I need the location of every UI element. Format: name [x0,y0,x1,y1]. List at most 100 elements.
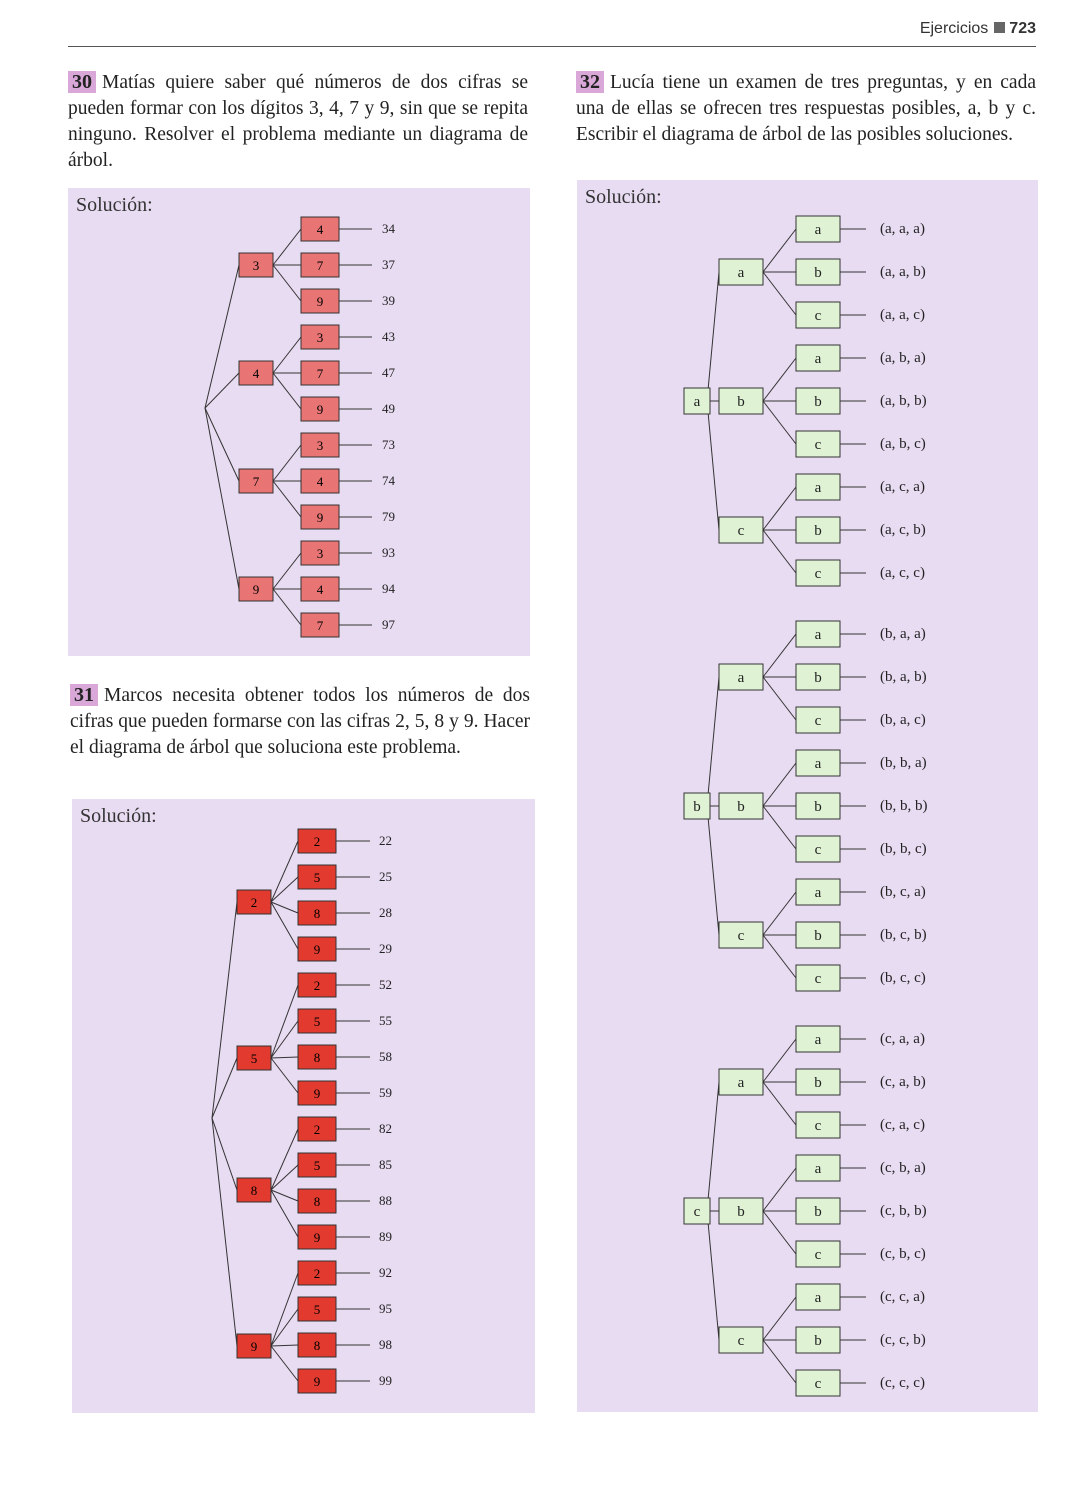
second-branch-line [270,984,299,1059]
answer-node-label: c [815,713,822,729]
second-branch-line [272,480,302,518]
first-digit-node [236,1333,272,1359]
result-number: 43 [382,329,395,344]
answer-node [795,430,841,458]
answer-node-label: c [815,437,822,453]
mid-answer-node-label: c [738,523,745,539]
second-digit-node [300,360,340,386]
result-number: 88 [379,1193,392,1208]
answer-node [795,921,841,949]
second-digit-node-label: 4 [317,222,324,237]
answer-node [795,663,841,691]
mid-answer-node [718,1068,764,1096]
answer-node-label: a [815,627,822,643]
second-branch-line [270,876,299,903]
result-number: 49 [382,401,395,416]
problem-text: Matías quiere saber qué números de dos c… [68,72,528,171]
answer-node-label: b [814,1204,822,1220]
second-branch-line [270,1345,299,1382]
first-digit-node [238,360,274,386]
result-tuple: (a, a, a) [880,221,925,237]
second-digit-node-label: 9 [314,1086,321,1101]
problem-text: Marcos necesita obtener todos los número… [70,685,530,758]
second-digit-node [297,1044,337,1070]
solution-label: Solución: [76,194,153,216]
answer-node [795,387,841,415]
mid-answer-node [718,387,764,415]
answer-node-label: a [815,480,822,496]
result-tuple: (a, b, a) [880,350,926,366]
second-branch-line [270,1189,299,1202]
mid-branch-line [706,400,720,531]
first-digit-node-label: 9 [253,582,260,597]
second-branch-line [270,1020,299,1059]
result-number: 98 [379,1337,392,1352]
second-digit-node-label: 8 [314,1050,321,1065]
root-branch-line [211,1117,238,1347]
answer-node [795,749,841,777]
leaf-branch-line [762,271,797,316]
first-digit-node [238,252,274,278]
result-tuple: (b, b, a) [880,755,927,771]
second-branch-line [270,901,299,950]
second-digit-node-label: 8 [314,906,321,921]
mid-answer-node [718,1197,764,1225]
result-number: 79 [382,509,395,524]
result-tuple: (b, a, c) [880,712,926,728]
mid-answer-node-label: a [738,265,745,281]
second-branch-line [270,1189,299,1238]
answer-node [795,835,841,863]
second-digit-node-label: 2 [314,1266,321,1281]
answer-node-label: b [814,670,822,686]
second-digit-node-label: 3 [317,546,324,561]
answer-node-label: b [814,394,822,410]
solution-label: Solución: [585,186,662,208]
second-digit-node-label: 9 [317,402,324,417]
answer-node [795,706,841,734]
result-tuple: (b, c, b) [880,927,927,943]
result-tuple: (b, c, c) [880,970,926,986]
second-digit-node [297,1008,337,1034]
second-digit-node-label: 3 [317,330,324,345]
root-branch-line [211,1117,238,1191]
result-number: 37 [382,257,396,272]
second-digit-node [300,216,340,242]
second-digit-node [297,1152,337,1178]
leaf-branch-line [762,1167,797,1212]
second-digit-node [297,1188,337,1214]
second-digit-node [297,1224,337,1250]
second-digit-node [300,396,340,422]
result-tuple: (c, c, c) [880,1375,925,1391]
answer-node [795,559,841,587]
leaf-branch-line [762,228,797,273]
first-digit-node-label: 7 [253,474,260,489]
answer-node-label: a [815,1161,822,1177]
problem-number: 31 [70,684,98,706]
root-branch-line [204,264,240,409]
result-tuple: (b, c, a) [880,884,926,900]
second-digit-node-label: 9 [317,510,324,525]
answer-node-label: a [815,885,822,901]
mid-answer-node-label: b [737,799,745,815]
result-tuple: (a, b, b) [880,393,927,409]
header-section: Ejercicios [919,20,989,37]
mid-answer-node-label: a [738,1075,745,1091]
result-number: 95 [379,1301,392,1316]
result-number: 85 [379,1157,392,1172]
result-tuple: (c, b, c) [880,1246,926,1262]
second-branch-line [272,372,302,410]
root-answer-node [683,792,711,820]
answer-node-label: b [814,928,822,944]
answer-node [795,1240,841,1268]
mid-branch-line [706,1081,720,1212]
result-number: 25 [379,869,392,884]
answer-node-label: c [815,566,822,582]
second-digit-node [300,504,340,530]
second-digit-node-label: 7 [317,618,324,633]
result-number: 39 [382,293,395,308]
second-digit-node-label: 9 [314,1374,321,1389]
second-digit-node-label: 7 [317,366,324,381]
second-digit-node-label: 3 [317,438,324,453]
